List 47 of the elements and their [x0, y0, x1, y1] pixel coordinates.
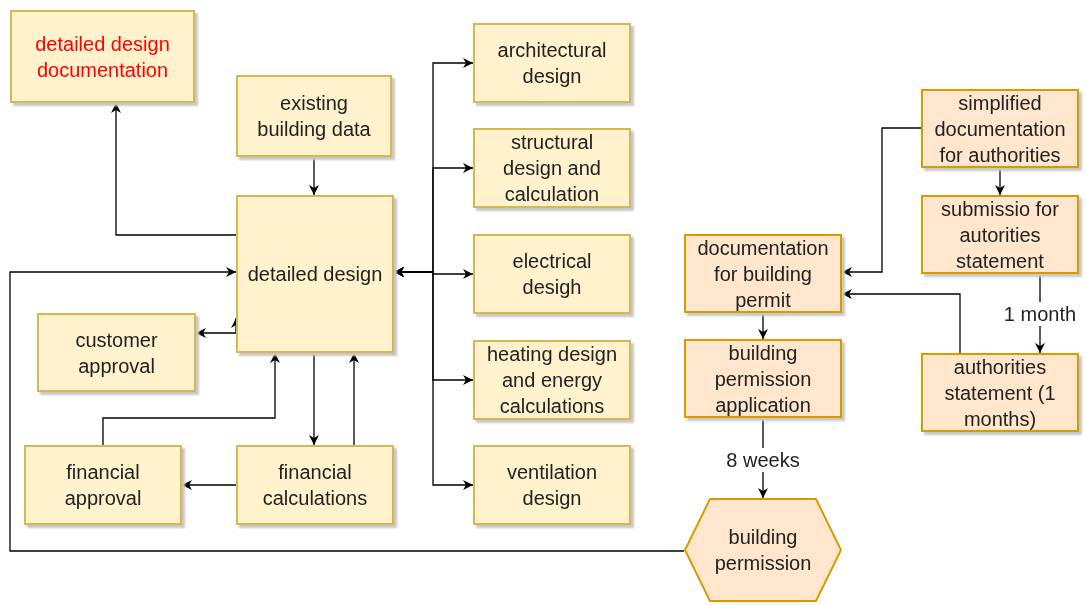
process-box — [236, 75, 392, 157]
box-label: electrical desigh — [511, 249, 593, 300]
arrow — [309, 352, 319, 446]
box-label: documentation for building permit — [696, 235, 830, 313]
process-box — [684, 234, 842, 313]
box-label: customer approval — [74, 327, 159, 379]
arrow — [309, 156, 319, 196]
arrow — [758, 312, 768, 340]
process-box — [10, 10, 195, 103]
arrow — [995, 167, 1005, 196]
edge-label: 1 month — [1002, 302, 1078, 326]
process-box — [473, 234, 631, 314]
box-label: building permission — [713, 525, 813, 576]
process-box — [37, 313, 196, 392]
box-label: existing building data — [256, 91, 372, 142]
process-box — [236, 195, 394, 353]
process-box — [684, 339, 842, 418]
arrow — [9, 267, 685, 552]
arrow — [393, 267, 474, 490]
box-label: submissio for autorities statement — [940, 196, 1060, 274]
process-box — [473, 340, 631, 420]
process-box — [473, 128, 631, 208]
box-label: heating design and energy calculations — [485, 342, 619, 419]
box-label: authorities statement (1 months) — [943, 354, 1057, 432]
box-label: architectural design — [496, 38, 608, 89]
box-label: structural design and calculation — [502, 130, 602, 207]
box-label: detailed design documentation — [34, 31, 171, 83]
arrow — [102, 352, 280, 446]
arrow — [181, 480, 237, 490]
box-label: building permission application — [713, 340, 813, 418]
process-box — [921, 195, 1079, 274]
process-box — [473, 445, 631, 525]
box-label: detailed design — [247, 262, 383, 287]
box-label: simplified documentation for authorities — [933, 90, 1067, 168]
arrow — [349, 352, 359, 446]
process-box — [473, 23, 631, 103]
arrow — [841, 289, 961, 354]
process-box — [24, 445, 182, 525]
process-box — [236, 445, 394, 525]
box-label: ventilation design — [505, 460, 599, 511]
process-box — [921, 353, 1079, 432]
box-label: financial approval — [63, 460, 143, 511]
edge-label: 8 weeks — [725, 448, 801, 472]
process-box — [921, 89, 1079, 168]
arrow — [841, 127, 922, 277]
arrow — [111, 102, 237, 236]
box-label: financial calculations — [261, 460, 369, 511]
